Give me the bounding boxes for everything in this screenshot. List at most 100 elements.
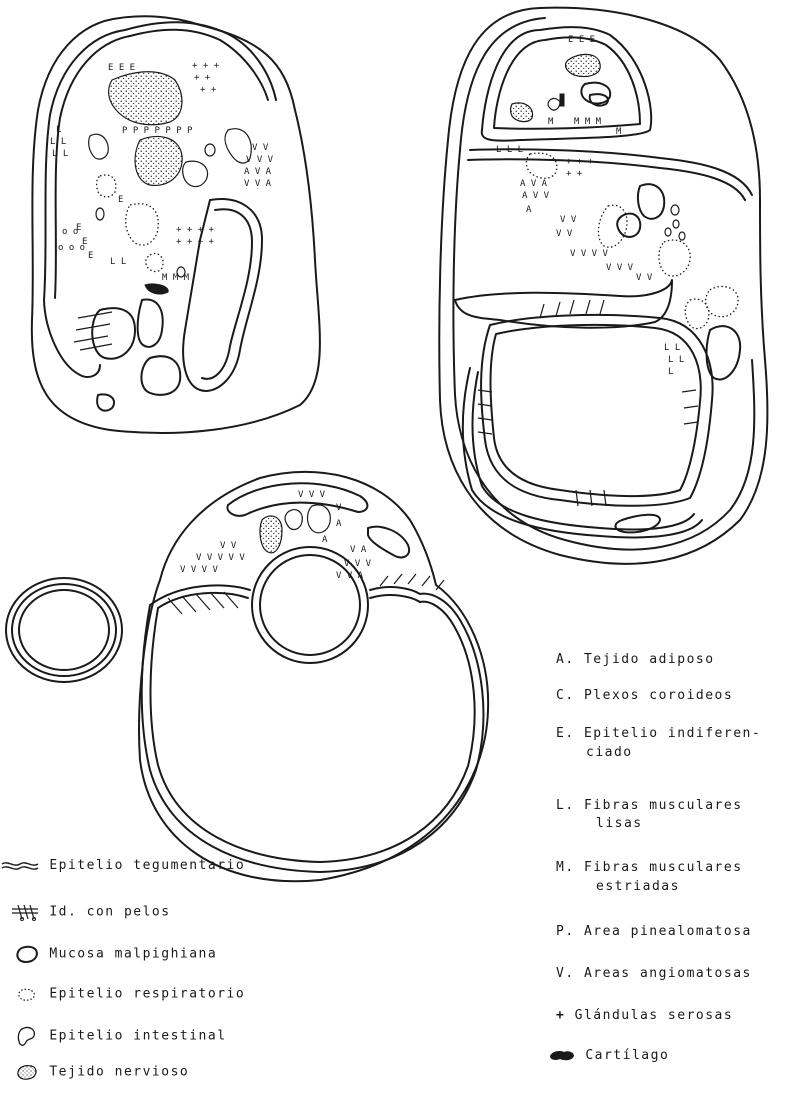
svg-text:o o: o o [62,227,78,237]
legend-label: Tejido adiposo [584,652,715,667]
svg-text:L: L [668,367,673,377]
legend-label: ciado [586,745,633,760]
mucosa-outline-icon [14,944,40,964]
legend-label: Plexos coroideos [584,688,733,703]
plus-icon: + [556,1008,565,1023]
svg-text:+ +: + + [194,73,211,83]
svg-text:L L: L L [668,355,684,365]
legend-code: P. [556,924,575,939]
legend-label: Tejido nervioso [49,1065,189,1080]
svg-text:+ + + +: + + + + [176,237,215,247]
legend-item-intestinal: Epitelio intestinal [14,1024,227,1048]
legend-code: E. [556,726,575,741]
svg-text:E E E: E E E [568,35,595,45]
section-top-right: E E E M M M M M L L L + + + + + A V A A … [439,8,767,564]
legend-item-epithelium-line2: ciado [586,745,633,760]
svg-text:A: A [336,519,342,529]
section-top-left: E E E + + + + + + + P P P P P P P L L L … [32,16,320,433]
legend-label: Mucosa malpighiana [49,947,217,962]
legend-label: Epitelio intestinal [49,1029,226,1044]
svg-text:V V: V V [560,215,577,225]
svg-text:M M M: M M M [574,117,602,127]
svg-text:V V: V V [556,229,573,239]
svg-text:A V A: A V A [520,179,548,189]
legend-item-adipose: A. Tejido adiposo [556,652,715,667]
svg-text:V A: V A [350,545,367,555]
legend-item-smooth-muscle-line2: lisas [596,816,643,831]
legend-code: V. [556,966,575,981]
svg-text:A V V: A V V [522,191,550,201]
svg-text:+ + + +: + + + + [176,225,215,235]
legend-label: Epitelio indiferen- [584,726,761,741]
legend-item-cartilage: Cartílago [548,1048,669,1063]
svg-text:M: M [616,127,622,137]
legend-label: lisas [596,816,643,831]
svg-text:L L: L L [50,137,66,147]
svg-text:V V V: V V V [246,155,274,165]
legend-code: M. [556,860,575,875]
hairs-icon [10,903,40,921]
legend-item-smooth-muscle: L. Fibras musculares [556,798,743,813]
svg-text:V V V V: V V V V [570,249,609,259]
legend-item-respiratory: Epitelio respiratorio [14,985,245,1003]
legend-item-hairs: Id. con pelos [10,903,171,921]
svg-text:+ + +: + + + [192,61,220,71]
svg-text:V V V: V V V [344,559,372,569]
legend-code: C. [556,688,575,703]
svg-text:+ +: + + [566,169,583,179]
svg-text:o o o: o o o [58,243,85,253]
legend-label: Cartílago [585,1048,669,1063]
svg-text:P P P P P P P: P P P P P P P [122,126,193,136]
legend-item-mucosa: Mucosa malpighiana [14,944,217,964]
svg-text:V V: V V [220,541,237,551]
legend-item-striated-muscle: M. Fibras musculares [556,860,743,875]
svg-text:M: M [548,117,554,127]
svg-text:+ + +: + + + [566,157,594,167]
legend-item-striated-muscle-line2: estriadas [596,879,680,894]
svg-text:V V A: V V A [336,571,364,581]
svg-text:E E E: E E E [108,63,135,73]
legend-label: Fibras musculares [584,860,743,875]
legend-label: Epitelio tegumentario [49,858,245,873]
legend-label: Glándulas serosas [575,1008,734,1023]
legend-label: Area pinealomatosa [584,924,752,939]
legend-item-tegumentary: Epitelio tegumentario [0,858,245,873]
legend-label: estriadas [596,879,680,894]
svg-text:L L: L L [110,257,126,267]
svg-text:M M M: M M M [162,273,190,283]
svg-text:A: A [526,205,532,215]
legend-item-angiomatous: V. Areas angiomatosas [556,966,752,981]
svg-text:L L: L L [52,149,68,159]
svg-text:L: L [56,125,61,135]
cartilage-icon [548,1049,576,1063]
svg-text:V V V: V V V [606,263,634,273]
svg-text:V V V: V V V [298,490,326,500]
legend-label: Areas angiomatosas [584,966,752,981]
svg-text:+ +: + + [200,85,217,95]
svg-text:V V: V V [252,143,269,153]
svg-text:V: V [336,503,342,513]
svg-text:V V: V V [636,273,653,283]
legend-code: L. [556,798,575,813]
section-small-ring [6,578,122,682]
dotted-outline-icon [14,985,40,1003]
svg-text:L L: L L [664,343,680,353]
svg-text:V V A: V V A [244,179,272,189]
svg-text:L L L: L L L [496,145,523,155]
wavy-lines-icon [0,859,40,873]
legend-item-pinealoma: P. Area pinealomatosa [556,924,752,939]
legend-label: Id. con pelos [49,905,170,920]
svg-text:A: A [322,535,328,545]
legend-item-nervous: Tejido nervioso [14,1062,189,1082]
legend-code: A. [556,652,575,667]
svg-text:A V A: A V A [244,167,272,177]
legend-item-choroid: C. Plexos coroideos [556,688,733,703]
svg-text:V V V V: V V V V [180,565,219,575]
svg-text:E: E [118,195,123,205]
legend-item-serous-glands: + Glándulas serosas [556,1008,733,1023]
section-bottom: V V V V A A V A V V V V V V V V V V V V … [139,472,488,881]
svg-text:E: E [88,251,93,261]
legend-label: Epitelio respiratorio [49,987,245,1002]
intestinal-outline-icon [14,1024,40,1048]
legend-item-epithelium: E. Epitelio indiferen- [556,726,761,741]
